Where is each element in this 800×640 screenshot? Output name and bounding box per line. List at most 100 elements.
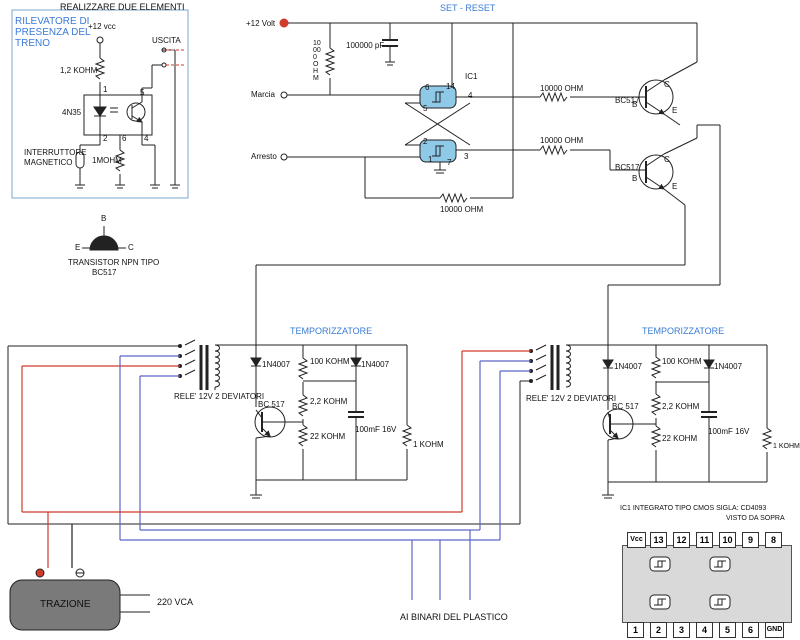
ic-bottom-pin-3: 3: [673, 622, 690, 638]
r1k-right: [761, 427, 773, 450]
tr-d2: 1N4007: [714, 362, 743, 371]
ic-bottom-pin-5: 5: [719, 622, 736, 638]
r2k2-right: [650, 393, 662, 416]
tl-q: BC 517: [258, 400, 285, 409]
nand-gate-2: [419, 139, 457, 163]
opto-transistor: [126, 102, 146, 122]
sr-arresto: Arresto: [251, 152, 277, 161]
tl-d1: 1N4007: [262, 360, 291, 369]
sr-pin1: 1: [428, 155, 433, 164]
tr-r1k: 1 KOHM: [773, 443, 800, 450]
output-terminal-2: [161, 62, 167, 68]
legend-label-1: TRANSISTOR NPN TIPO: [68, 258, 160, 267]
tr-cap: 100mF 16V: [708, 427, 750, 436]
sr-q2: BC517: [615, 163, 640, 172]
detector-output: USCITA: [152, 36, 181, 45]
detector-pin6: 6: [122, 134, 127, 143]
detector-switch-1: INTERRUTTORE: [24, 148, 87, 157]
marcia-terminal: [280, 91, 288, 99]
sr-pin3: 3: [464, 152, 469, 161]
tl-r1k: 1 KOHM: [413, 440, 444, 449]
sr-pin5: 5: [423, 104, 428, 113]
tl-d2: 1N4007: [361, 360, 390, 369]
tl-cap: 100mF 16V: [355, 425, 397, 434]
timer-right-circuit: [519, 344, 773, 524]
q1-c: C: [664, 80, 670, 89]
ic-top-pin-6: 9: [742, 532, 759, 548]
detector-switch-2: MAGNETICO: [24, 158, 73, 167]
sr-pin2: 2: [423, 137, 428, 146]
r2k2-left: [297, 394, 309, 417]
detector-pin5: 5: [140, 88, 145, 97]
ic-pinout-title: IC1 INTEGRATO TIPO CMOS SIGLA: CD4093: [620, 505, 767, 512]
sr-marcia: Marcia: [251, 90, 276, 99]
detector-r1: 1,2 KOHM: [60, 66, 98, 75]
opto-4n35: [83, 94, 153, 136]
vca-label: 220 VCA: [157, 597, 194, 607]
sr-r-b2: 10000 OHM: [540, 136, 584, 145]
q2-b: B: [632, 174, 638, 183]
tl-r22k: 22 KOHM: [310, 432, 346, 441]
ic-bottom-pin-4: 4: [696, 622, 713, 638]
sr-ic: IC1: [465, 72, 478, 81]
sr-pin7: 7: [447, 158, 452, 167]
legend-b: B: [101, 214, 107, 223]
q2-e: E: [672, 182, 678, 191]
vcc-terminal: [96, 36, 104, 44]
ic-top-pin-7: 8: [765, 532, 782, 548]
set-reset-title: SET - RESET: [440, 3, 496, 13]
r-top: [324, 47, 336, 76]
ic-bottom-pin-2: 2: [650, 622, 667, 638]
ic-bottom-pin-6: 6: [742, 622, 759, 638]
r22k-right: [650, 425, 662, 448]
legend-label-2: BC517: [92, 268, 117, 277]
tr-q: BC 517: [612, 402, 639, 411]
sr-r-b1: 10000 OHM: [540, 84, 584, 93]
sr-pin4: 4: [468, 91, 473, 100]
detector-pin1: 1: [103, 85, 108, 94]
sr-vplus: +12 Volt: [246, 19, 276, 28]
detector-pin2: 2: [103, 134, 108, 143]
tr-r100k: 100 KOHM: [662, 357, 702, 366]
q1-bc517: [638, 79, 674, 115]
tl-r100k: 100 KOHM: [310, 357, 350, 366]
ic-bottom-pin-7: GND: [765, 622, 784, 638]
set-reset-circuit: [255, 18, 721, 345]
legend-e: E: [75, 243, 81, 252]
plus12-terminal: [279, 18, 289, 28]
resistor-1k2: [94, 57, 106, 80]
plus-terminal: [35, 568, 45, 578]
relay-coil-right: [565, 344, 571, 388]
transistor-legend-symbol: [82, 226, 126, 251]
trazione-label: TRAZIONE: [40, 599, 91, 610]
relay-coil-left: [214, 344, 220, 388]
sr-r-top: 10000 OHM: [313, 40, 321, 82]
sr-r-fb: 10000 OHM: [440, 205, 484, 214]
timer-right-title: TEMPORIZZATORE: [642, 326, 725, 336]
ic-top-pin-2: 13: [650, 532, 667, 548]
resistor-1m: [114, 149, 126, 172]
ic-internal-gates: [649, 556, 731, 610]
ic-pinout-subtitle: VISTO DA SOPRA: [726, 515, 785, 522]
detector-title-1: RILEVATORE DI: [15, 16, 90, 27]
r-base-1: [539, 91, 568, 103]
detector-title-3: TRENO: [15, 38, 50, 49]
tr-relay: RELE' 12V 2 DEVIATORI: [526, 394, 617, 403]
q1-e: E: [672, 106, 678, 115]
detector-inset-border: [11, 9, 189, 199]
r100k-left: [297, 357, 309, 380]
detector-opto: 4N35: [62, 108, 82, 117]
legend-c: C: [128, 243, 134, 252]
detector-circuit: [11, 9, 189, 199]
ic-top-pin-1: Vcc: [627, 532, 646, 548]
q2-bc517: [638, 154, 674, 190]
q1-b: B: [632, 100, 638, 109]
timer-left-title: TEMPORIZZATORE: [290, 326, 373, 336]
r-base-2: [539, 144, 568, 156]
wires-colored-right: [411, 350, 531, 600]
tl-r2k2: 2,2 KOHM: [310, 397, 348, 406]
sr-pin14: 14: [446, 82, 455, 91]
ic-top-pin-4: 11: [696, 532, 713, 548]
tr-d1: 1N4007: [614, 362, 643, 371]
trazione-box: [9, 568, 150, 631]
